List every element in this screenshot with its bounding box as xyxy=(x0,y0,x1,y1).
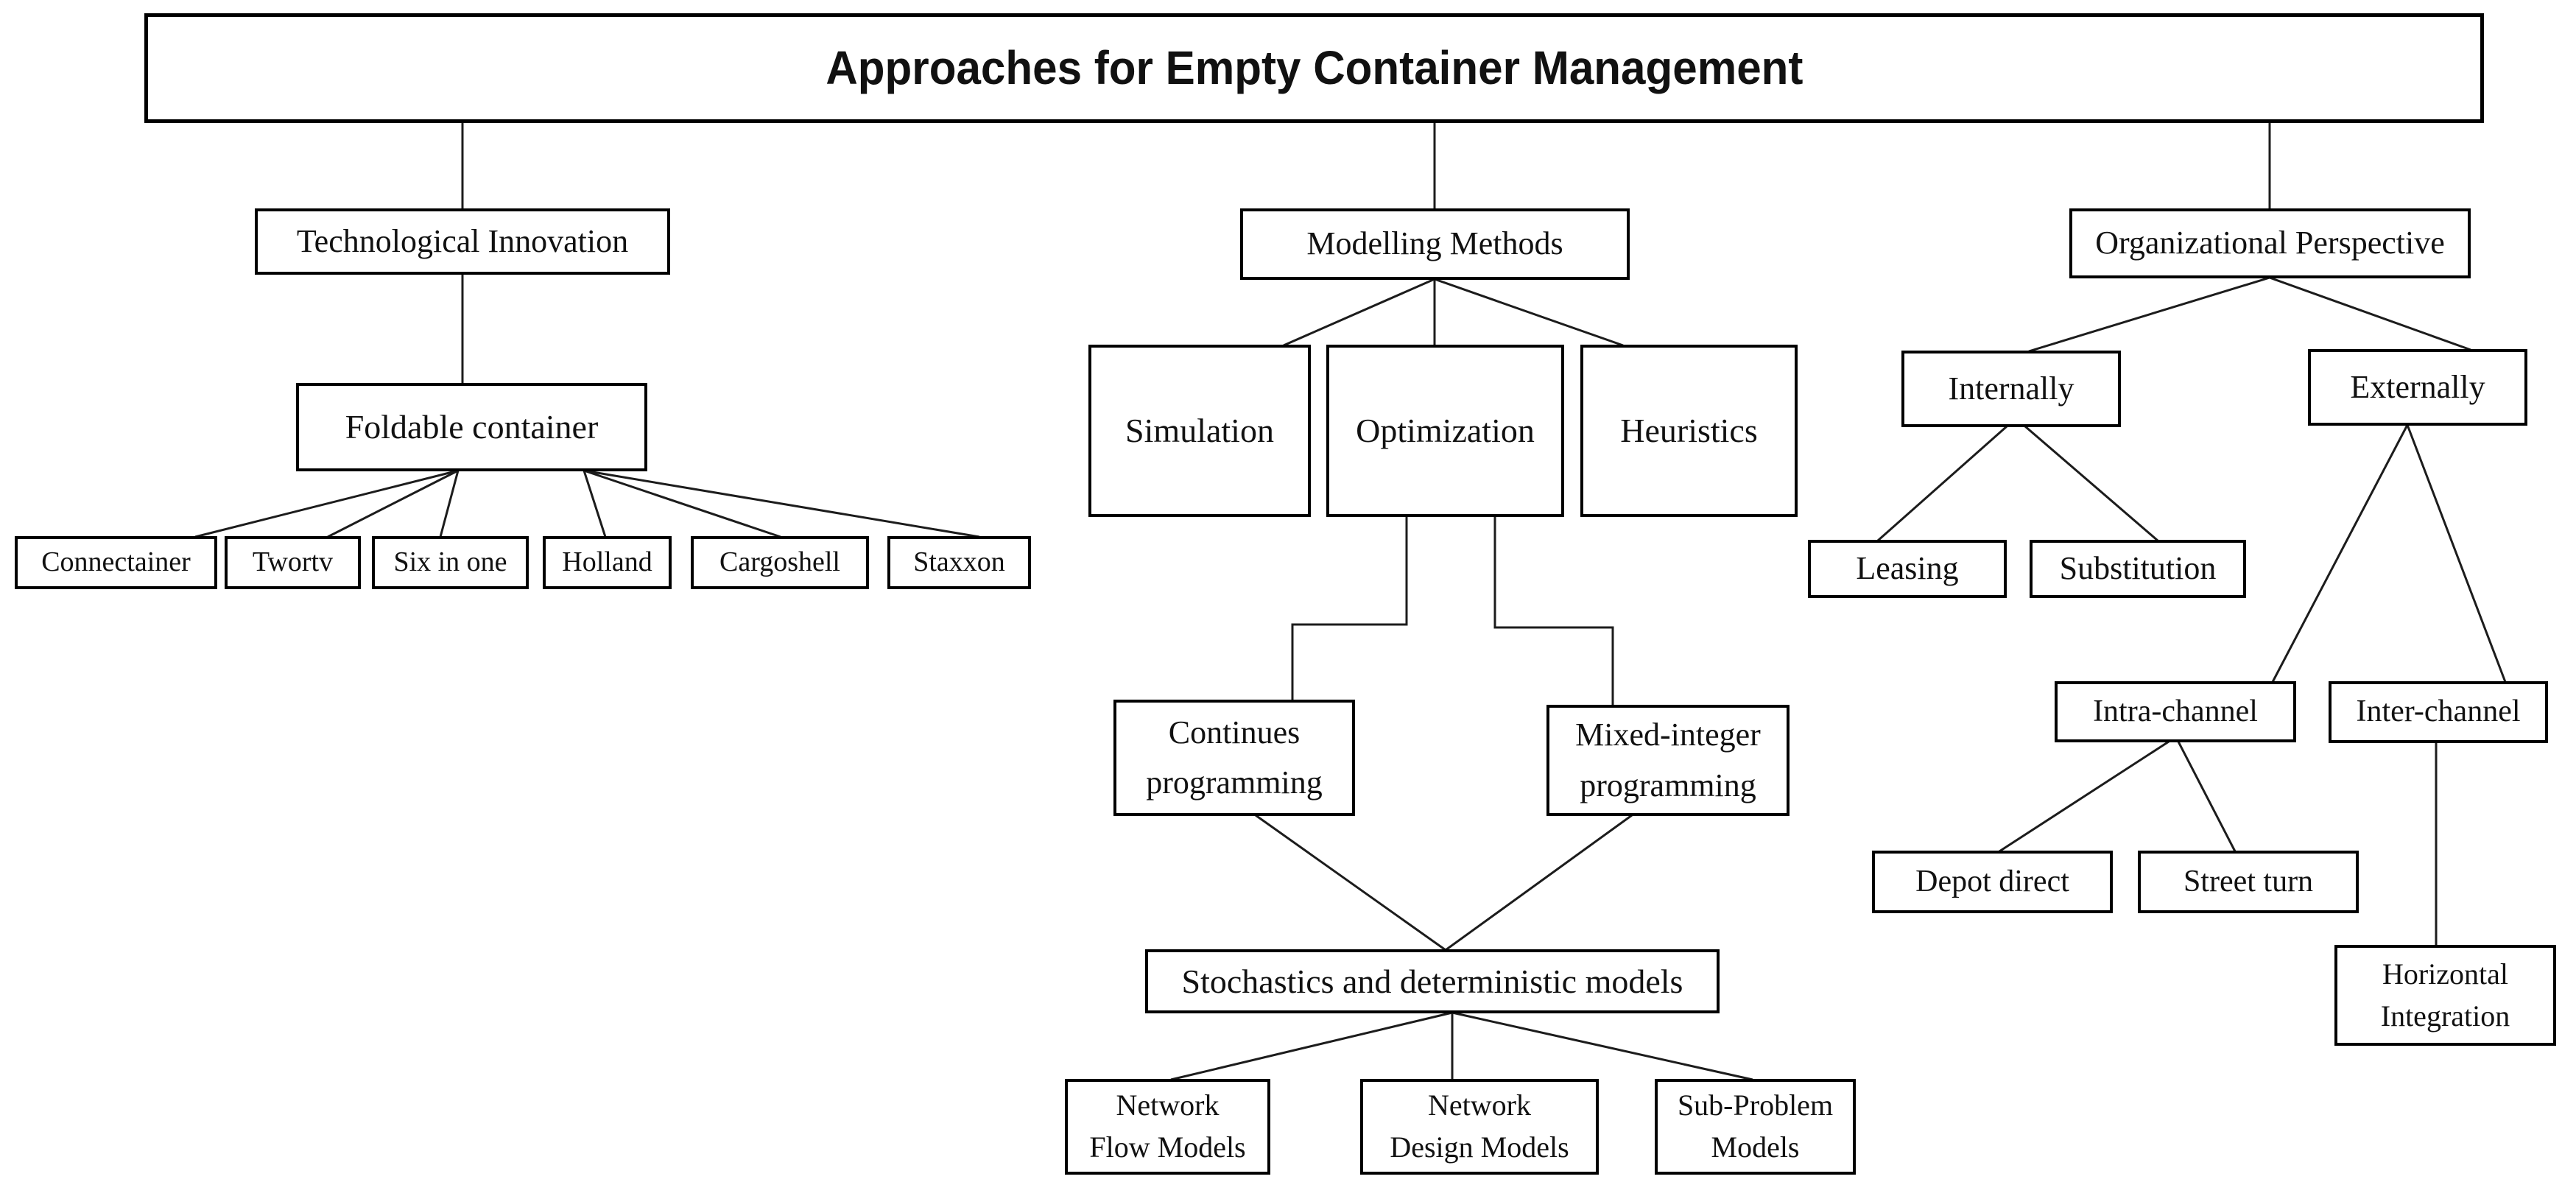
node-stochastics-deterministic-models: Stochastics and deterministic models xyxy=(1145,949,1720,1013)
node-inter-channel: Inter-channel xyxy=(2329,681,2548,743)
diagram-title: Approaches for Empty Container Managemen… xyxy=(144,13,2484,123)
node-substitution: Substitution xyxy=(2030,540,2246,598)
edge-optimization-continues xyxy=(1291,516,1408,700)
node-six-in-one: Six in one xyxy=(372,536,529,589)
node-holland: Holland xyxy=(543,536,672,589)
edge-foldable-connectainer xyxy=(194,469,459,538)
node-connectainer: Connectainer xyxy=(15,536,217,589)
node-horizontal-integration: Horizontal Integration xyxy=(2334,945,2556,1046)
node-depot-direct: Depot direct xyxy=(1872,851,2113,913)
edge-modelling-simulation xyxy=(1283,278,1435,347)
edge-stochastics-network-flow xyxy=(1170,1011,1453,1081)
node-staxxon: Staxxon xyxy=(887,536,1031,589)
node-street-turn: Street turn xyxy=(2138,851,2359,913)
node-intra-channel: Intra-channel xyxy=(2055,681,2296,742)
node-heuristics: Heuristics xyxy=(1580,345,1798,517)
edge-internally-substitution xyxy=(2024,425,2158,542)
node-sub-problem-models: Sub-Problem Models xyxy=(1655,1079,1856,1175)
node-continues-programming: Continues programming xyxy=(1113,700,1355,816)
edge-foldable-six-in-one xyxy=(439,470,460,538)
diagram-title-text: Approaches for Empty Container Managemen… xyxy=(825,41,1803,95)
node-network-flow-models: Network Flow Models xyxy=(1065,1079,1270,1175)
node-leasing: Leasing xyxy=(1808,540,2007,598)
node-organizational-perspective: Organizational Perspective xyxy=(2069,208,2471,278)
edge-stochastics-sub-problem xyxy=(1451,1011,1753,1081)
edge-intra-depot-direct xyxy=(1999,740,2169,853)
edge-foldable-tworty xyxy=(327,469,459,538)
node-technological-innovation: Technological Innovation xyxy=(255,208,670,275)
edge-externally-inter-channel xyxy=(2406,424,2507,683)
node-optimization: Optimization xyxy=(1326,345,1564,517)
node-foldable-container: Foldable container xyxy=(296,383,647,471)
edge-continues-stochastics xyxy=(1255,814,1446,951)
node-simulation: Simulation xyxy=(1088,345,1311,517)
edge-foldable-cargoshell xyxy=(583,469,781,538)
edge-optimization-mixed-integer xyxy=(1493,516,1614,706)
edge-externally-intra-channel xyxy=(2271,424,2409,683)
edge-org-internally xyxy=(2028,276,2270,353)
node-mixed-integer-programming: Mixed-integer programming xyxy=(1546,705,1790,816)
edge-modelling-heuristics xyxy=(1434,278,1624,347)
node-tworty: Twortv xyxy=(225,536,361,589)
edge-foldable-holland xyxy=(583,470,607,538)
node-externally: Externally xyxy=(2308,349,2527,426)
node-network-design-models: Network Design Models xyxy=(1360,1079,1599,1175)
edge-org-externally xyxy=(2269,276,2471,351)
node-modelling-methods: Modelling Methods xyxy=(1240,208,1630,280)
edge-intra-street-turn xyxy=(2177,741,2237,852)
edge-mixed-stochastics xyxy=(1445,814,1633,951)
node-internally: Internally xyxy=(1901,351,2121,427)
edge-internally-leasing xyxy=(1877,425,2007,542)
node-cargoshell: Cargoshell xyxy=(691,536,869,589)
edge-foldable-staxxon xyxy=(583,469,980,538)
